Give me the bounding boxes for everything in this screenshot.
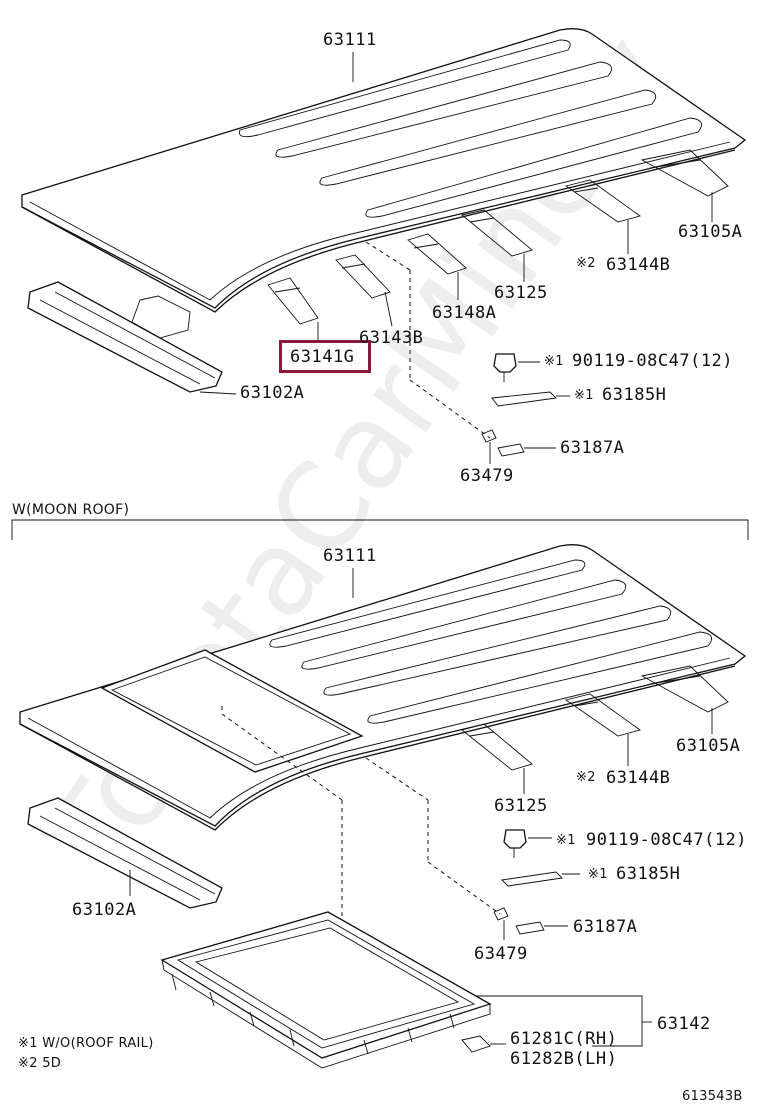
label-bolt-bottom: 90119-08C47(12) — [586, 830, 748, 850]
label-bow-63141g[interactable]: 63141G — [290, 347, 355, 367]
label-reinforcement: 63142 — [657, 1014, 711, 1034]
diagram-code: 613543B — [682, 1089, 743, 1104]
fasteners-top — [481, 353, 570, 464]
front-header-top — [27, 281, 237, 395]
mark-bolt-top: ※1 — [544, 354, 564, 369]
label-front-header-bottom: 63102A — [72, 900, 137, 920]
roof-bows-top — [267, 149, 729, 325]
note-1: ※1 W/O(ROOF RAIL) — [18, 1037, 154, 1050]
label-clip-bottom: 63187A — [573, 917, 638, 937]
label-bow-63125-top: 63125 — [494, 283, 548, 303]
label-bow-63143b: 63143B — [359, 328, 424, 348]
mark-bracket-top: ※1 — [574, 388, 594, 403]
mark-bracket-bottom: ※1 — [588, 867, 608, 882]
label-clip-top: 63187A — [560, 438, 625, 458]
mark-bow-63144b-bottom: ※2 — [576, 770, 596, 785]
label-bow-63125-bottom: 63125 — [494, 796, 548, 816]
label-bow-63148a: 63148A — [432, 303, 497, 323]
label-bracket-bottom: 63185H — [616, 864, 681, 884]
roof-panel-bottom — [19, 544, 747, 831]
fasteners-bottom — [493, 829, 580, 940]
label-bracket-top: 63185H — [602, 385, 667, 405]
label-bracket-lh: 61282B(LH) — [510, 1049, 618, 1069]
label-bolt-top: 90119-08C47(12) — [572, 351, 734, 371]
note-2: ※2 5D — [18, 1057, 61, 1070]
mark-bow-63144b-top: ※2 — [576, 256, 596, 271]
note-1-mark: ※1 — [18, 1036, 38, 1051]
section-title: W(MOON ROOF) — [12, 502, 130, 518]
label-bow-63144b-bottom: 63144B — [606, 768, 671, 788]
sunroof-frame — [160, 911, 652, 1069]
note-2-text: 5D — [42, 1056, 62, 1071]
front-header-bottom — [27, 797, 223, 909]
note-1-text: W/O(ROOF RAIL) — [42, 1036, 154, 1051]
label-rear-bow-bottom: 63105A — [676, 736, 741, 756]
label-pad-bottom: 63479 — [474, 944, 528, 964]
roof-panel-top — [21, 28, 747, 313]
label-bow-63144b-top: 63144B — [606, 255, 671, 275]
label-roof-panel-top: 63111 — [323, 30, 377, 50]
note-2-mark: ※2 — [18, 1056, 38, 1071]
mark-bolt-bottom: ※1 — [556, 833, 576, 848]
roof-bows-bottom — [461, 665, 729, 771]
label-rear-bow-top: 63105A — [678, 222, 743, 242]
label-roof-panel-bottom: 63111 — [323, 546, 377, 566]
label-front-header-top: 63102A — [240, 383, 305, 403]
label-pad-top: 63479 — [460, 466, 514, 486]
highlight-box — [279, 340, 371, 373]
label-bracket-rh: 61281C(RH) — [510, 1029, 618, 1049]
